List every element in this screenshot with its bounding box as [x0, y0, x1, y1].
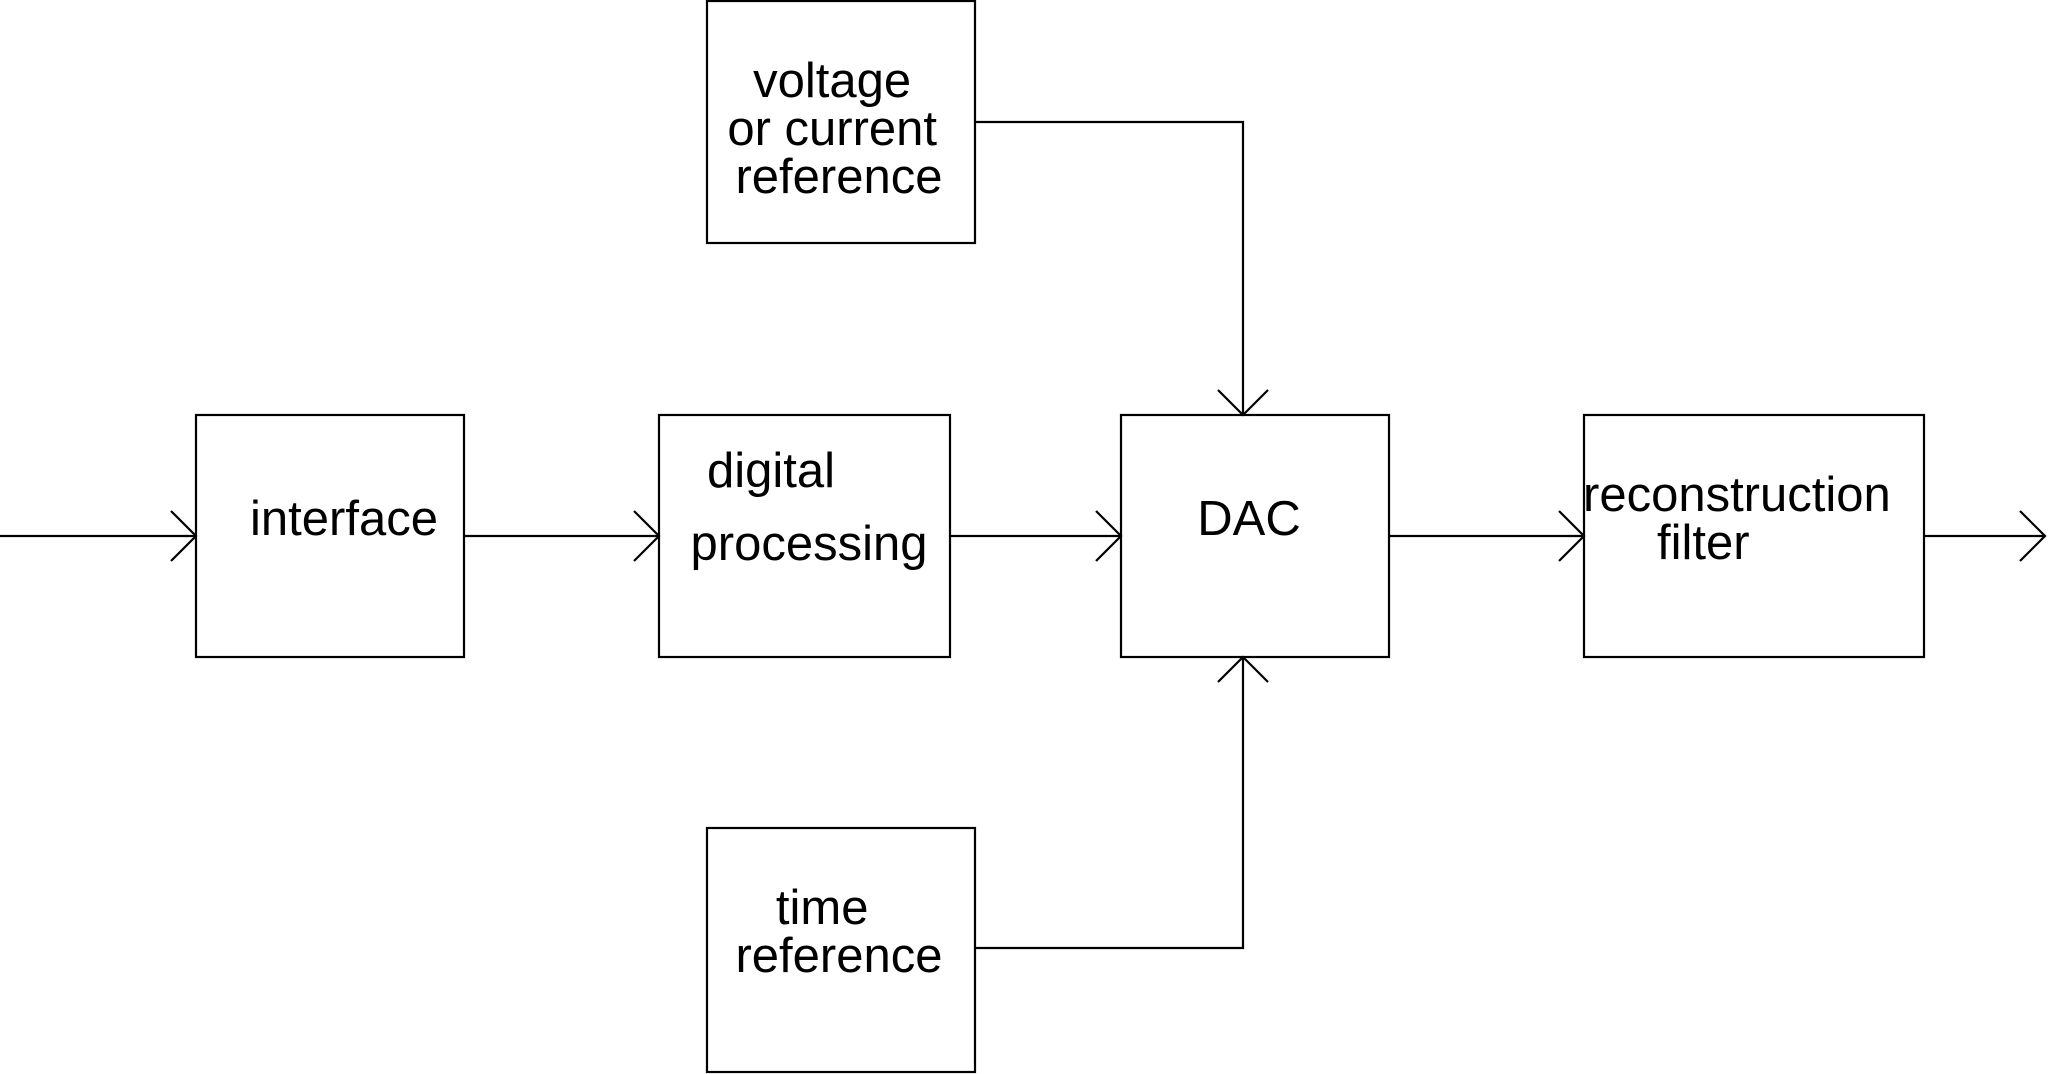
dac-box [1119, 413, 1391, 659]
voltage-reference-box [705, 0, 977, 245]
dac-label: DAC [1197, 492, 1300, 546]
reconstruction-filter-block: reconstruction filter [1582, 413, 1926, 659]
time-reference-box [705, 826, 977, 1074]
time-reference-label-line-2: reference [735, 929, 942, 983]
voltage-reference-to-dac-arrow [975, 120, 1269, 417]
digital-processing-box [657, 413, 952, 659]
dac-label-line-1: DAC [1197, 492, 1300, 546]
interface-box [194, 413, 466, 659]
time-reference-to-dac-arrowhead [1217, 655, 1269, 683]
time-reference-to-dac-arrow [975, 655, 1269, 950]
digital-processing-label-line-1: digital [707, 444, 835, 498]
reconstruction-filter-label: reconstruction filter [1583, 468, 1904, 570]
dac-to-filter-arrow [1389, 510, 1586, 562]
voltage-reference-label-line-1: voltage [753, 54, 911, 108]
dac-block: DAC [1119, 413, 1391, 659]
voltage-reference-block: voltage or current reference [705, 0, 977, 245]
interface-block: interface [194, 413, 466, 659]
reconstruction-filter-label-line-1: reconstruction [1583, 468, 1891, 522]
voltage-reference-label: voltage or current reference [727, 54, 950, 204]
output-arrowhead [2019, 510, 2047, 562]
output-signal-arrow [1924, 510, 2047, 562]
voltage-reference-label-line-3: reference [735, 150, 942, 204]
dac-to-filter-arrowhead [1558, 510, 1586, 562]
time-reference-block: time reference [705, 826, 977, 1074]
processing-to-dac-arrowhead [1095, 510, 1123, 562]
processing-to-dac-arrow [950, 510, 1123, 562]
interface-label-line-1: interface [250, 492, 438, 546]
input-signal-arrow [0, 510, 198, 562]
time-reference-to-dac-wire [975, 657, 1245, 950]
voltage-reference-label-line-2: or current [727, 102, 937, 156]
digital-processing-label: digital [707, 444, 835, 498]
interface-label: interface [250, 492, 438, 546]
reconstruction-filter-box [1582, 413, 1926, 659]
interface-to-processing-arrow [464, 510, 661, 562]
digital-processing-label-2: processing [691, 517, 928, 571]
input-arrowhead [170, 510, 198, 562]
digital-processing-label-line-2: processing [691, 517, 928, 571]
interface-to-processing-arrowhead [633, 510, 661, 562]
digital-processing-block: digital processing [657, 413, 952, 659]
time-reference-label: time reference [735, 881, 942, 983]
reconstruction-filter-label-line-2: filter [1657, 516, 1750, 570]
voltage-reference-to-dac-arrowhead [1217, 389, 1269, 417]
time-reference-label-line-1: time [776, 881, 869, 935]
voltage-reference-to-dac-wire [975, 120, 1245, 415]
